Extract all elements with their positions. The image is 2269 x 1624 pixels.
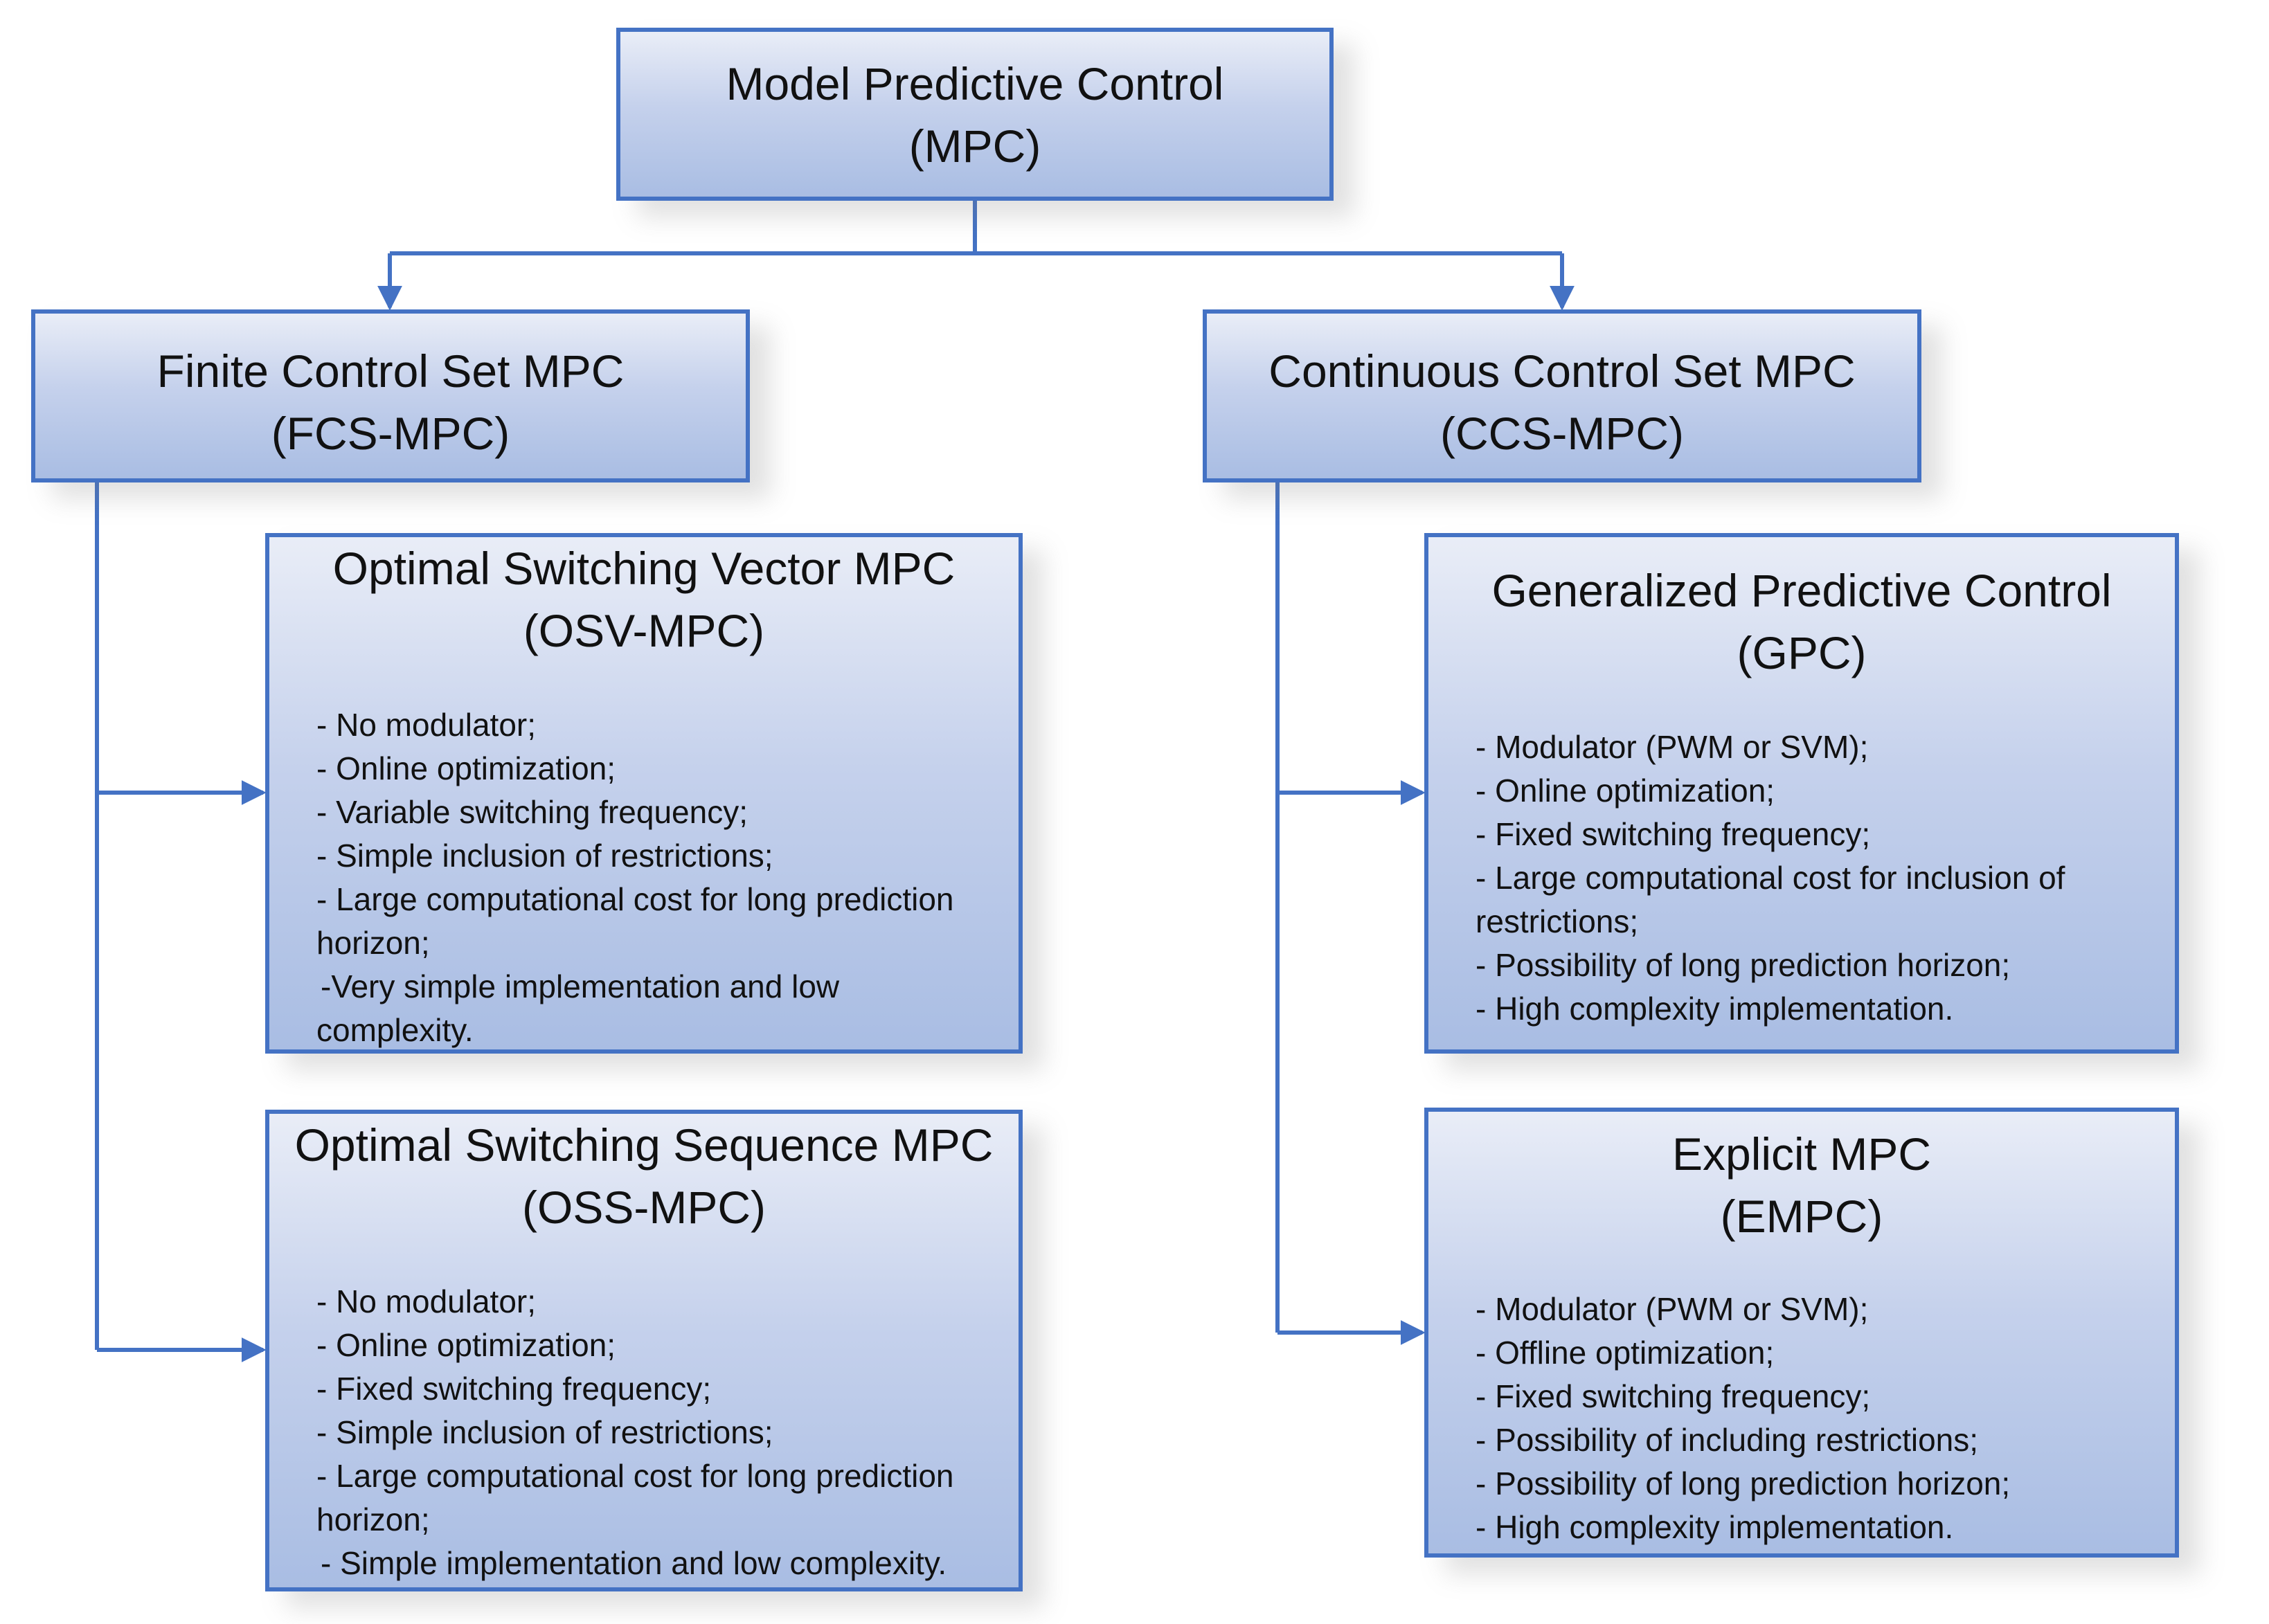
feature-item: - Possibility of long prediction horizon… (1476, 947, 2011, 983)
feature-item: - Fixed switching frequency; (316, 1371, 712, 1407)
node-osv-mpc-name: Optimal Switching Vector MPC (332, 543, 956, 594)
feature-item: horizon; (316, 1501, 430, 1537)
node-oss-mpc-name: Optimal Switching Sequence MPC (294, 1119, 994, 1171)
node-mpc: Model Predictive Control (MPC) (616, 28, 1334, 201)
node-ccs-mpc: Continuous Control Set MPC (CCS-MPC) (1203, 309, 1921, 482)
node-gpc-name: Generalized Predictive Control (1491, 565, 2112, 616)
feature-item: - High complexity implementation. (1476, 1509, 1954, 1545)
node-ccs-mpc-title: Continuous Control Set MPC (CCS-MPC) (1207, 340, 1917, 464)
feature-item: - High complexity implementation. (1476, 991, 1954, 1027)
feature-item: - No modulator; (316, 707, 537, 743)
node-oss-mpc-title: Optimal Switching Sequence MPC (OSS-MPC) (269, 1114, 1019, 1238)
feature-item: - Variable switching frequency; (316, 794, 748, 830)
node-osv-mpc-title: Optimal Switching Vector MPC (OSV-MPC) (269, 537, 1019, 662)
node-ccs-mpc-abbr: (CCS-MPC) (1440, 408, 1684, 459)
node-oss-mpc-abbr: (OSS-MPC) (522, 1182, 766, 1233)
node-fcs-mpc-abbr: (FCS-MPC) (271, 408, 510, 459)
node-fcs-mpc-name: Finite Control Set MPC (156, 345, 625, 397)
feature-item: - Online optimization; (316, 750, 616, 786)
node-osv-mpc-features: - No modulator; - Online optimization; -… (316, 703, 1009, 1052)
node-mpc-title: Model Predictive Control (MPC) (620, 53, 1329, 177)
node-fcs-mpc-title: Finite Control Set MPC (FCS-MPC) (35, 340, 746, 464)
node-empc-abbr: (EMPC) (1720, 1191, 1883, 1242)
feature-item: complexity. (316, 1012, 474, 1048)
feature-item: - Simple inclusion of restrictions; (316, 838, 773, 874)
feature-item: - Large computational cost for long pred… (316, 881, 954, 917)
feature-item: - Simple inclusion of restrictions; (316, 1414, 773, 1450)
node-empc: Explicit MPC (EMPC) - Modulator (PWM or … (1424, 1108, 2179, 1558)
feature-item: - No modulator; (316, 1283, 537, 1319)
feature-item: horizon; (316, 925, 430, 961)
feature-item: - Large computational cost for inclusion… (1476, 860, 2065, 896)
node-gpc-title: Generalized Predictive Control (GPC) (1428, 559, 2175, 684)
feature-item: restrictions; (1476, 903, 1639, 939)
feature-item: - Modulator (PWM or SVM); (1476, 729, 1869, 765)
feature-item: - Possibility of including restrictions; (1476, 1422, 1979, 1458)
node-mpc-abbr: (MPC) (908, 120, 1041, 172)
feature-item: - Large computational cost for long pred… (316, 1458, 954, 1494)
node-empc-name: Explicit MPC (1671, 1128, 1932, 1180)
feature-item: - Fixed switching frequency; (1476, 816, 1871, 852)
feature-item: - Online optimization; (316, 1327, 616, 1363)
node-gpc: Generalized Predictive Control (GPC) - M… (1424, 533, 2179, 1054)
node-empc-features: - Modulator (PWM or SVM); - Offline opti… (1476, 1288, 2168, 1549)
node-empc-title: Explicit MPC (EMPC) (1428, 1123, 2175, 1247)
feature-item: -Very simple implementation and low (321, 968, 840, 1004)
node-mpc-name: Model Predictive Control (726, 58, 1224, 109)
feature-item: - Fixed switching frequency; (1476, 1378, 1871, 1414)
node-oss-mpc: Optimal Switching Sequence MPC (OSS-MPC)… (265, 1110, 1023, 1591)
node-fcs-mpc: Finite Control Set MPC (FCS-MPC) (31, 309, 750, 482)
feature-item: - Modulator (PWM or SVM); (1476, 1291, 1869, 1327)
feature-item: - Simple implementation and low complexi… (321, 1545, 947, 1581)
node-gpc-abbr: (GPC) (1737, 627, 1867, 678)
feature-item: - Online optimization; (1476, 773, 1775, 809)
node-gpc-features: - Modulator (PWM or SVM); - Online optim… (1476, 725, 2168, 1031)
feature-item: - Offline optimization; (1476, 1335, 1775, 1371)
node-ccs-mpc-name: Continuous Control Set MPC (1268, 345, 1856, 397)
node-oss-mpc-features: - No modulator; - Online optimization; -… (316, 1280, 1009, 1585)
feature-item: - Possibility of long prediction horizon… (1476, 1465, 2011, 1501)
node-osv-mpc-abbr: (OSV-MPC) (523, 605, 765, 656)
node-osv-mpc: Optimal Switching Vector MPC (OSV-MPC) -… (265, 533, 1023, 1054)
